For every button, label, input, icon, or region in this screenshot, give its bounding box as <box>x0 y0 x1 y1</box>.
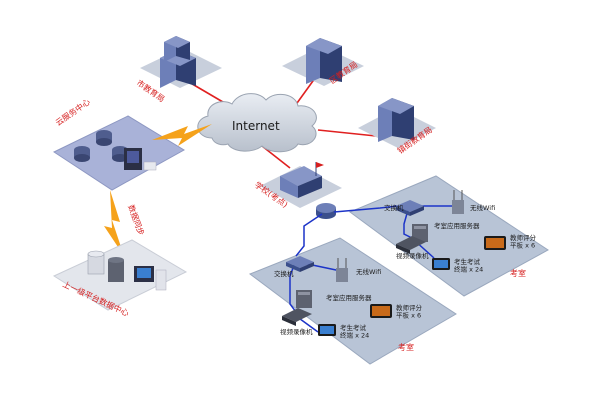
room1-switch-label: 交换机 <box>274 269 294 278</box>
router-icon <box>316 203 336 219</box>
wifi-router-icon <box>452 190 464 214</box>
internet-cloud: Internet <box>197 93 317 153</box>
room1-tablet-label-1: 教师评分平板 x 6 <box>396 303 423 319</box>
room1-terminal-label: 考生考试终端 x 24 <box>340 323 369 339</box>
room2-switch-label: 交换机 <box>384 203 404 212</box>
terminal-icon <box>318 324 336 336</box>
link-town <box>317 129 377 137</box>
room2-server-label: 考室应用服务器 <box>434 221 480 230</box>
exam-room-2: 交换机 无线Wifi 考室应用服务器 视频录像机 教师评分平板 x 6 考生考试… <box>384 190 537 278</box>
district-edu-node: 区教育局 <box>282 38 364 86</box>
internet-label: Internet <box>232 119 280 133</box>
video-recorder-icon <box>282 308 312 326</box>
wifi-router-icon <box>336 258 348 282</box>
building-icon <box>160 36 196 88</box>
switch-icon <box>286 256 314 272</box>
tablet-icon <box>370 304 392 318</box>
room1-label: 考室 <box>398 342 414 352</box>
school-building-icon <box>280 162 324 198</box>
room1-server-label: 考室应用服务器 <box>326 293 372 302</box>
bolt-cloud-upper <box>104 190 124 256</box>
building-icon <box>378 98 414 142</box>
building-icon <box>306 38 342 84</box>
server-cluster-icon <box>74 130 128 162</box>
workstation-icon <box>124 148 157 171</box>
lightning-links <box>104 124 212 256</box>
terminal-icon <box>432 258 450 270</box>
workstation-icon <box>134 266 167 291</box>
video-recorder-icon <box>396 236 426 254</box>
storage-icon <box>87 250 124 282</box>
tablet-icon <box>484 236 506 250</box>
room2-tablet-label: 教师评分平板 x 6 <box>510 233 537 249</box>
server-icon <box>296 290 312 308</box>
cloud-center-label: 云服务中心 <box>53 97 92 128</box>
city-edu-node: 市教育局 <box>135 36 222 104</box>
town-edu-node: 镇街教育局 <box>358 98 436 156</box>
server-icon <box>412 224 428 242</box>
school-node: 学校(考点) <box>253 162 342 210</box>
room2-terminal-label: 考生考试终端 x 24 <box>454 257 483 273</box>
room1-wifi-label: 无线Wifi <box>356 267 381 276</box>
cloud-center-node: 云服务中心 <box>52 97 185 191</box>
room1-camera-label: 视频录像机 <box>280 327 313 336</box>
room2-camera-label: 视频录像机 <box>396 251 429 260</box>
switch-icon <box>396 200 424 216</box>
cloud-link-label: 数据同步 <box>126 203 146 236</box>
upper-center-node: 上一级平台数据中心 <box>52 239 188 318</box>
exam-room-1: 交换机 无线Wifi 考室应用服务器 视频录像机 教师评分平板 x 6 考生考试… <box>274 256 423 352</box>
room2-wifi-label: 无线Wifi <box>470 203 495 212</box>
room2-label: 考室 <box>510 268 526 278</box>
bolt-cloud-internet <box>152 124 212 146</box>
